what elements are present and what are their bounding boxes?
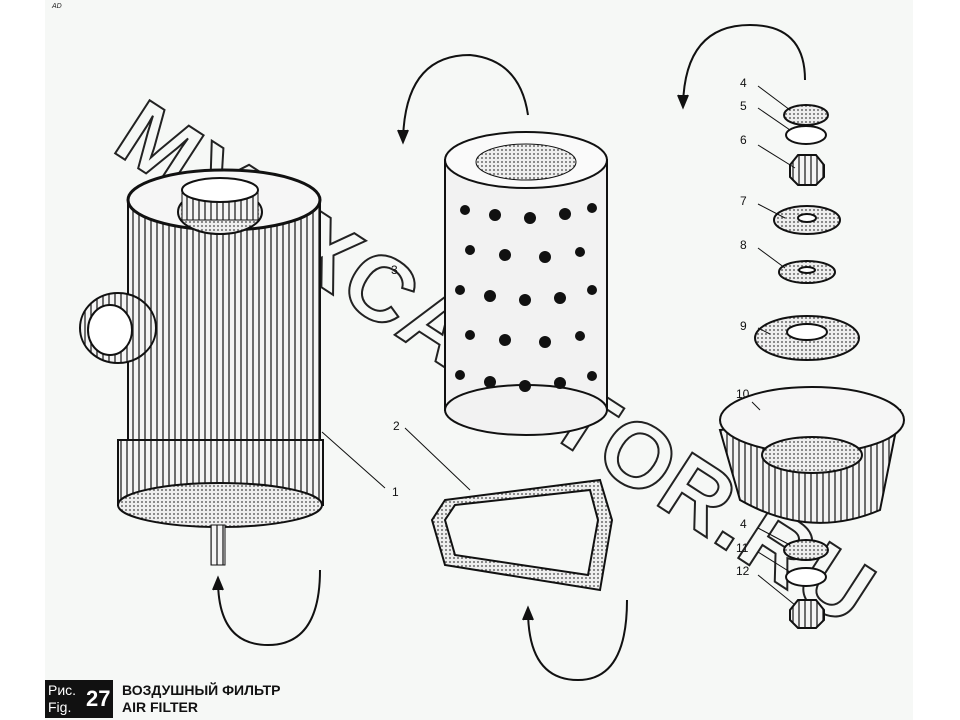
callout-2: 2 <box>393 419 400 433</box>
callout-10: 10 <box>736 387 750 401</box>
fig-number: 27 <box>86 686 111 711</box>
leader-lines <box>321 85 796 606</box>
callout-7: 7 <box>740 194 747 208</box>
part-1-housing <box>79 168 324 566</box>
callout-4: 4 <box>740 76 747 90</box>
callout-4b: 4 <box>740 517 747 531</box>
title-en: AIR FILTER <box>122 699 198 715</box>
callout-3: 3 <box>391 263 398 277</box>
callout-1: 1 <box>392 485 399 499</box>
part-3-filter-element <box>444 131 608 436</box>
small-parts <box>718 104 905 629</box>
callout-11: 11 <box>736 541 749 555</box>
corner-mark: AD <box>52 3 62 10</box>
callout-5: 5 <box>740 99 747 113</box>
callout-9: 9 <box>740 319 747 333</box>
part-2-gasket <box>430 478 614 592</box>
callout-12: 12 <box>736 564 750 578</box>
title-ru: ВОЗДУШНЫЙ ФИЛЬТР <box>122 682 281 698</box>
callout-8: 8 <box>740 238 747 252</box>
callout-6: 6 <box>740 133 747 147</box>
figure-number-box: Рис. Fig. 27 <box>45 680 113 718</box>
figure-caption: Рис. Fig. 27 ВОЗДУШНЫЙ ФИЛЬТР AIR FILTER <box>45 680 280 718</box>
fig-label-ru: Рис. <box>48 682 77 698</box>
assembly-arrows <box>212 23 806 682</box>
fig-label-en: Fig. <box>48 699 72 715</box>
